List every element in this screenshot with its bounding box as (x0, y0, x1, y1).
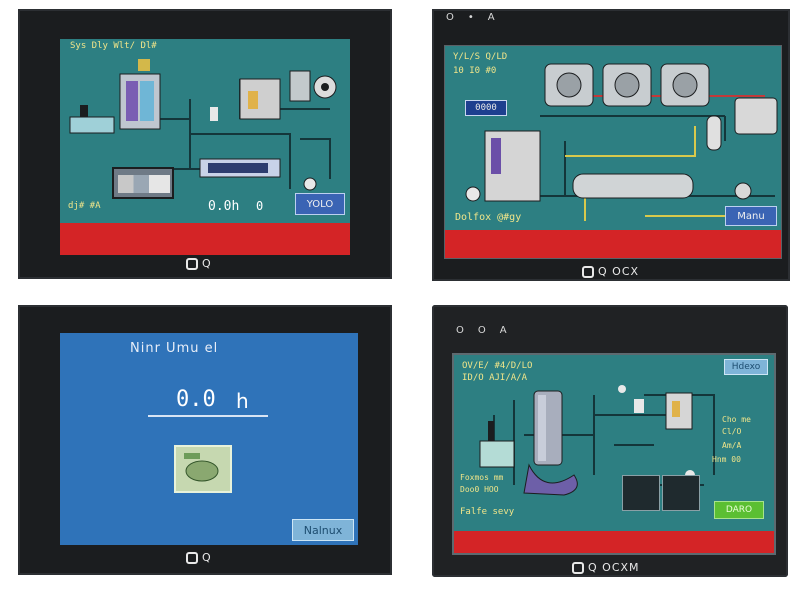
panel1-status: 0 (256, 199, 264, 213)
panel3-value-field: 0.0 (148, 385, 268, 417)
hmi-panel-2: O • A Y/L/S Q/LD 10 I0 #0 0000 (432, 9, 790, 281)
panel1-value: 0.0h (208, 199, 240, 214)
panel4-green-button[interactable]: DARO (714, 501, 764, 519)
alarm-led-icon: A (487, 12, 495, 23)
panel1-sub-display (112, 167, 174, 199)
panel3-menu-button[interactable]: Nalnux (292, 519, 354, 541)
panel2-receiver (734, 97, 778, 135)
panel3-value: 0.0 (176, 387, 216, 412)
panel4-alarm-bar (454, 531, 774, 553)
panel4-fan-button-1[interactable] (622, 475, 660, 511)
panel1-footer-left: dj# #A (68, 201, 101, 211)
panel2-indicator-leds: O • A (446, 12, 495, 23)
panel2-condenser (572, 173, 694, 199)
brand-logo-icon (186, 257, 198, 270)
panel3-unit: h (236, 389, 249, 413)
panel4-indicator-leds: O O A (456, 325, 507, 336)
hmi-screen-4: OV/E/ #4/D/LO ID/O AJI/A/A Hdexo Cho me … (452, 353, 776, 555)
hmi-panel-4: O O A OV/E/ #4/D/LO ID/O AJI/A/A Hdexo C… (432, 305, 788, 577)
brand-logo-icon (582, 265, 594, 278)
panel2-counter: 0000 (465, 100, 507, 116)
panel2-menu-button[interactable]: Manu (725, 206, 777, 226)
hmi-panel-3: Ninr Umu el 0.0 h Nalnux Q (18, 305, 392, 575)
panel2-footer-text: Dolfox @#gy (455, 212, 522, 223)
panel4-logo: Q OCXM (572, 561, 640, 574)
panel3-title: Ninr Umu el (130, 341, 219, 356)
panel1-alarm-bar (60, 223, 350, 255)
panel2-info-line-1: Y/L/S Q/LD (453, 52, 508, 62)
brand-logo-icon (572, 561, 584, 574)
brand-logo-icon (186, 551, 198, 564)
panel4-footer-line-1: Foxmos mm (460, 473, 504, 482)
panel2-info-line-2: 10 I0 #0 (453, 66, 497, 76)
panel1-header-text: Sys Dly Wlt/ Dl# (70, 41, 157, 51)
panel2-process-diagram (465, 63, 778, 221)
panel4-process-diagram (479, 385, 715, 496)
panel1-base-unit (69, 116, 115, 134)
panel4-right-line-2: Cl/O (722, 427, 742, 436)
panel1-menu-button[interactable]: YOLO (295, 193, 345, 215)
panel4-base-unit (479, 440, 515, 468)
panel2-compressor-2 (602, 63, 652, 107)
panel1-compressor (239, 78, 281, 120)
panel3-hmi-thumbnail-button[interactable] (174, 445, 232, 493)
panel2-logo: Q OCX (582, 265, 639, 278)
panel2-compressor-3 (660, 63, 710, 107)
panel2-accumulator (706, 115, 722, 151)
panel4-info-line-1: OV/E/ #4/D/LO (462, 361, 533, 371)
power-led-icon: O (456, 325, 464, 336)
hmi-screen-3: Ninr Umu el 0.0 h Nalnux (60, 333, 358, 545)
panel4-right-line-4: Hnm 00 (712, 455, 741, 464)
panel2-compressor-1 (544, 63, 594, 107)
power-led-icon: O (446, 12, 454, 23)
panel4-footer-line-3: Falfe sevy (460, 507, 515, 517)
panel1-process-diagram (69, 59, 337, 191)
panel4-top-button[interactable]: Hdexo (724, 359, 768, 375)
panel4-right-line-1: Cho me (722, 415, 751, 424)
panel3-logo: Q (186, 551, 212, 564)
panel4-info-line-2: ID/O AJI/A/A (462, 373, 528, 383)
hmi-screen-2: Y/L/S Q/LD 10 I0 #0 0000 (444, 45, 782, 259)
hmi-panel-1: Sys Dly Wlt/ Dl# dj# #A 0.0h 0 YOLO (18, 9, 392, 279)
panel4-right-line-3: Am/A (722, 441, 742, 450)
alarm-led-icon: A (499, 325, 507, 336)
panel4-fan-button-2[interactable] (662, 475, 700, 511)
panel4-footer-line-2: Doo0 HOO (460, 485, 499, 494)
panel2-alarm-bar (445, 230, 781, 258)
hmi-screen-1: Sys Dly Wlt/ Dl# dj# #A 0.0h 0 YOLO (60, 39, 350, 255)
panel1-logo: Q (186, 257, 212, 270)
panel3-thumbnail-icon (184, 453, 219, 482)
run-led-icon: • (467, 12, 474, 23)
run-led-icon: O (477, 325, 486, 336)
